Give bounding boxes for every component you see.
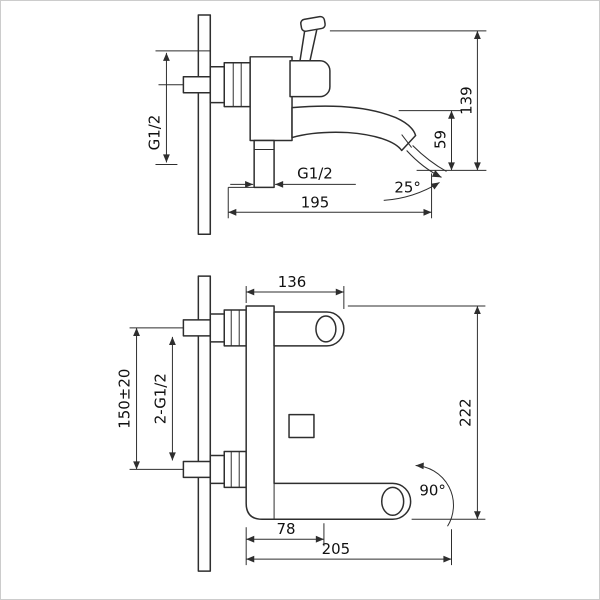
water-stream: [406, 145, 447, 178]
dim-label-inlet-threads: 2-G1/2: [151, 373, 169, 424]
dim-label-overall-reach: 195: [301, 193, 330, 211]
inlet-flange-bottom: [209, 454, 226, 485]
dim-label-body-width: 136: [278, 273, 307, 291]
top-view-dimensions: G1/2 59 139 G1/2 195 25°: [145, 30, 487, 219]
inlet-nut-top: [223, 309, 247, 347]
dim-label-inlet-thread: G1/2: [145, 115, 163, 151]
cartridge-housing: [289, 60, 331, 98]
handle-cap: [300, 15, 326, 33]
front-view-dimensions: 136 150±20 2-G1/2 222 90° 78 205: [116, 273, 486, 566]
front-view: [182, 275, 412, 572]
dim-label-overall-height: 222: [456, 398, 474, 427]
inlet-flange-top: [209, 313, 226, 343]
spout-end-cap: [380, 486, 405, 517]
dim-label-outlet-thread: G1/2: [297, 164, 333, 182]
water-stream-arrow: [406, 150, 442, 178]
dim-label-swivel-angle: 90°: [419, 481, 445, 499]
inlet-nut-bottom: [223, 450, 247, 489]
dim-label-stream-angle: 25°: [394, 178, 420, 196]
water-stream-line: [412, 145, 447, 172]
inlet-nut: [223, 62, 251, 108]
handle-end-cap: [315, 315, 337, 343]
diverter-knob: [288, 413, 315, 439]
aerator-line: [401, 134, 413, 148]
angle-arc: [383, 181, 440, 201]
faucet-body: [249, 56, 293, 142]
swivel-arc: [415, 462, 454, 527]
dim-label-overall-width: 205: [322, 540, 351, 558]
inlet-pipe: [182, 75, 212, 94]
spout: [291, 105, 417, 152]
handle-lever: [299, 28, 318, 62]
dim-label-outlet-offset: 78: [277, 520, 296, 538]
inlet-pipe-bottom: [182, 460, 212, 479]
wall-hatching: [197, 14, 212, 235]
inlet-pipe-top: [182, 319, 212, 337]
shower-outlet-pipe: [253, 139, 275, 189]
dim-label-overall-height: 139: [457, 86, 475, 115]
escutcheon: [209, 66, 226, 104]
dim-label-spout-height: 59: [432, 130, 450, 149]
dim-label-inlet-spacing: 150±20: [116, 369, 134, 429]
top-view: [182, 14, 417, 235]
